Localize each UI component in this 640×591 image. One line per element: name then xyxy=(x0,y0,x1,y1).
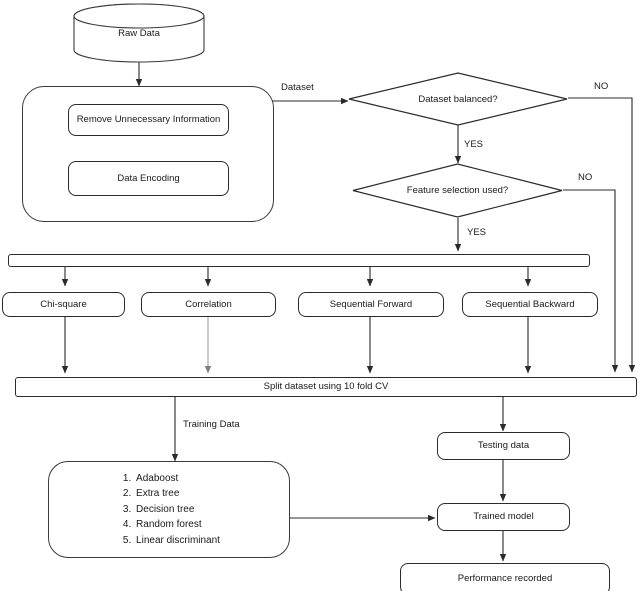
fs-sequential-backward-node[interactable]: Sequential Backward xyxy=(462,292,598,317)
training-data-label: Training Data xyxy=(183,419,240,430)
list-item: Extra tree xyxy=(134,486,220,502)
fs-chi-square-node[interactable]: Chi-square xyxy=(2,292,125,317)
dataset-edge-label: Dataset xyxy=(281,82,314,93)
list-item: Linear discriminant xyxy=(134,533,220,549)
algorithms-list: Adaboost Extra tree Decision tree Random… xyxy=(118,471,220,549)
split-dataset-node[interactable]: Split dataset using 10 fold CV xyxy=(15,377,637,397)
fs-correlation-node[interactable]: Correlation xyxy=(141,292,276,317)
feature-selection-label: Feature selection used? xyxy=(406,185,509,196)
list-item: Decision tree xyxy=(134,502,220,518)
testing-data-node[interactable]: Testing data xyxy=(437,432,570,460)
balanced-yes-label: YES xyxy=(464,139,484,150)
data-encoding-node[interactable]: Data Encoding xyxy=(68,161,229,196)
trained-model-node[interactable]: Trained model xyxy=(437,503,570,531)
balanced-no-label: NO xyxy=(594,81,609,92)
fs-sequential-forward-node[interactable]: Sequential Forward xyxy=(298,292,444,317)
algorithms-node[interactable]: Adaboost Extra tree Decision tree Random… xyxy=(48,461,290,558)
list-item: Adaboost xyxy=(134,471,220,487)
dataset-balanced-label: Dataset balanced? xyxy=(418,93,498,105)
raw-data-label: Raw Data xyxy=(118,27,160,39)
performance-recorded-node[interactable]: Performance recorded xyxy=(400,563,610,591)
dataset-balanced-decision[interactable]: Dataset balanced? xyxy=(348,72,568,126)
feature-no-label: NO xyxy=(578,172,593,183)
feature-selection-decision[interactable]: Feature selection used? xyxy=(352,163,563,218)
remove-unnecessary-information-node[interactable]: Remove Unnecessary Information xyxy=(68,104,229,136)
feature-selection-distribution-bar xyxy=(8,254,590,267)
feature-yes-label: YES xyxy=(467,227,487,238)
raw-data-node[interactable]: Raw Data xyxy=(73,3,205,63)
list-item: Random forest xyxy=(134,517,220,533)
